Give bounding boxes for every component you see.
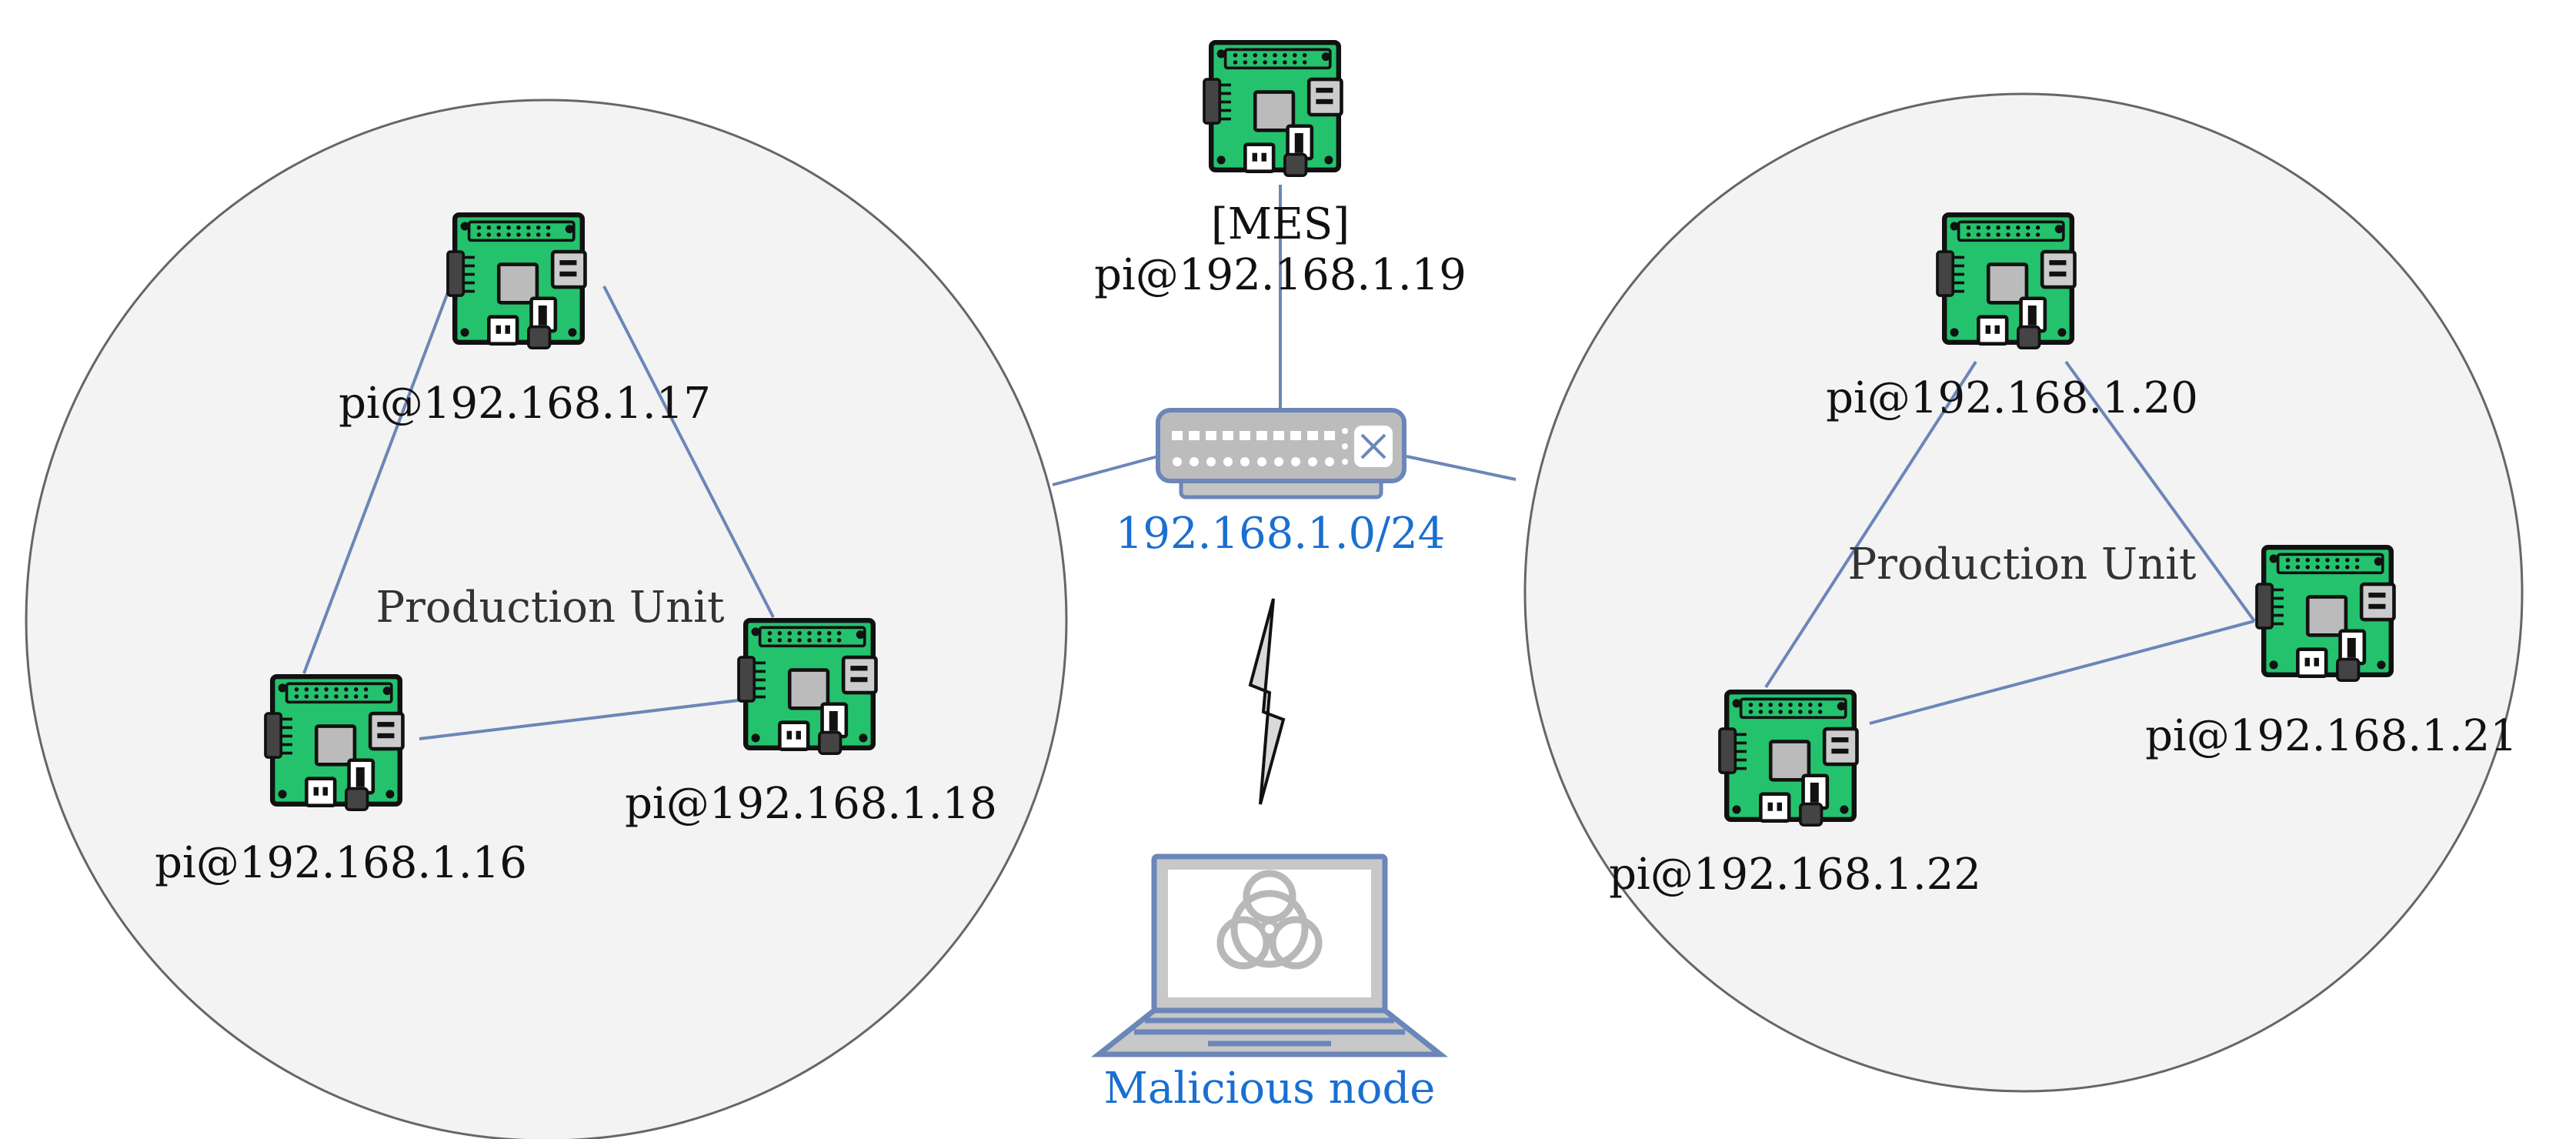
node-address-22: pi@192.168.1.22: [1609, 850, 1981, 900]
pi-board-icon-17: [448, 215, 585, 348]
node-address-20: pi@192.168.1.20: [1826, 373, 2198, 423]
lightning-bolt-icon: [1248, 598, 1286, 805]
network-label: 192.168.1.0/24: [1116, 509, 1446, 559]
pi-board-icon-21: [2257, 547, 2394, 680]
link-20-21: [2064, 360, 2256, 623]
pi-board-icon-mes: [1204, 42, 1341, 175]
link-20-22: [1764, 360, 1977, 689]
production-unit-right-boundary: [1523, 92, 2524, 1093]
node-address-17: pi@192.168.1.17: [339, 379, 711, 429]
pi-board-icon-22: [1720, 692, 1857, 825]
pi-board-icon-20: [1937, 215, 2074, 348]
production-unit-left-label: Production Unit: [375, 583, 725, 633]
node-address-16: pi@192.168.1.16: [155, 838, 527, 888]
production-unit-right-label: Production Unit: [1847, 539, 2197, 590]
pi-board-icon-18: [739, 620, 876, 753]
laptop-biohazard-icon: [1090, 853, 1449, 1057]
mes-address-label: pi@192.168.1.19: [1094, 250, 1467, 300]
pi-board-icon-16: [265, 676, 402, 810]
link-17-16: [302, 286, 452, 674]
node-address-21: pi@192.168.1.21: [2145, 711, 2518, 761]
link-16-18: [419, 699, 739, 740]
mes-role-label: [MES]: [1211, 199, 1350, 249]
attacker-label: Malicious node: [1104, 1064, 1436, 1114]
node-address-18: pi@192.168.1.18: [625, 779, 997, 829]
link-switch-right-unit: [1406, 455, 1517, 481]
production-unit-left-boundary: [25, 99, 1068, 1139]
network-switch-icon: [1156, 408, 1406, 499]
link-17-18: [602, 286, 775, 618]
link-switch-left-unit: [1052, 455, 1159, 486]
link-22-21: [1869, 620, 2255, 725]
